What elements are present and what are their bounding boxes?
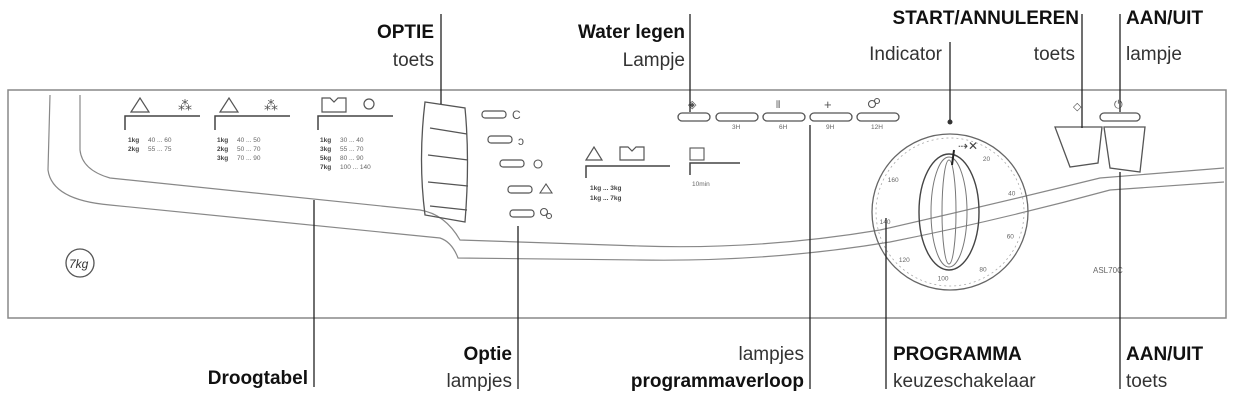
shirt-icon [321, 97, 347, 113]
progress-label-2: 6H [779, 124, 788, 131]
start-pause-icon: ◇ [1073, 101, 1082, 113]
capacity-badge [65, 248, 95, 278]
option-lights: C ↄ [481, 108, 554, 220]
dial-number: 160 [888, 177, 899, 184]
dial-off-icon: ⇢✕ [958, 139, 978, 153]
minutes-label: 10min [692, 181, 710, 188]
dry-table-minutes: 55 ... 75 [148, 146, 172, 153]
dry-table-weight: 1kg [128, 137, 139, 144]
dry-table-weight: 7kg [320, 164, 331, 171]
drain-icon: ◈ [688, 99, 697, 111]
dry-table-weight: 5kg [320, 155, 331, 162]
dial-number: 60 [1007, 233, 1015, 240]
dry-table-minutes: 30 ... 40 [340, 137, 364, 144]
start-annuleren-indicator: Indicator [869, 44, 942, 65]
model-label: ASL70C [1093, 266, 1123, 275]
start-annuleren-title: START/ANNULEREN [892, 8, 1079, 29]
aan-uit-lampje-title: AAN/UIT [1126, 8, 1204, 29]
dry-table-minutes: 40 ... 60 [148, 137, 172, 144]
panel-outline [7, 89, 1227, 319]
load-shirt-icon [619, 146, 645, 161]
option-icon-1: C [512, 108, 521, 122]
timer-box-icon [689, 147, 705, 161]
dial-knob [918, 153, 980, 271]
capacity-badge-text: 7kg [69, 257, 89, 271]
progress-label-3: 9H [826, 124, 835, 131]
power-light [1099, 112, 1141, 122]
optie-toets-title: OPTIE [376, 22, 434, 43]
bubbles-icon [867, 99, 877, 109]
optie-lampjes-title: Optie [463, 344, 512, 365]
programmaverloop-sub: lampjes [738, 344, 804, 365]
dry-table-minutes: 100 ... 140 [340, 164, 371, 171]
power-section: ◇ ⏻ [1054, 99, 1146, 173]
dial-pointer [951, 149, 955, 166]
rinse-icon: ⫴ [776, 100, 780, 111]
option-icon-2: ↄ [518, 134, 524, 148]
dry-table-minutes: 80 ... 90 [340, 155, 364, 162]
option-bubbles-icon [539, 207, 549, 217]
dry-table-weight: 1kg [217, 137, 228, 144]
fascia-curve-bottom [47, 94, 1225, 261]
dial-number: 40 [1008, 191, 1016, 198]
dry-table-weight: 2kg [217, 146, 228, 153]
program-progress-lights: ◈ ⫴ + 3H 6H 9H 12H [677, 97, 900, 131]
dry-triangle-icon-2 [218, 96, 240, 113]
start-annuleren-toets: toets [1033, 44, 1075, 65]
optie-toets-sub: toets [392, 50, 434, 71]
dry-table-minutes: 40 ... 50 [237, 137, 261, 144]
dial-number: 140 [880, 219, 891, 226]
start-cancel-indicator [947, 119, 953, 125]
aan-uit-lampje-sub: lampje [1126, 44, 1182, 65]
aan-uit-toets-sub: toets [1126, 371, 1168, 392]
optie-lampjes-sub: lampjes [446, 371, 512, 392]
dry-steam-icon-2: ⁂ [264, 97, 278, 113]
leader-lines [313, 14, 1121, 389]
program-dial[interactable]: 20 40 60 80 100 120 140 160 ⇢✕ [871, 133, 1029, 291]
option-triangle-icon [538, 183, 554, 194]
dry-triangle-icon [129, 96, 151, 113]
water-legen-title: Water legen [578, 22, 685, 43]
dry-table-weight: 3kg [217, 155, 228, 162]
dry-table-weight: 3kg [320, 146, 331, 153]
dial-number: 20 [983, 156, 991, 163]
load-triangle-icon [584, 145, 604, 161]
dry-table-section: ⁂ ⁂ 1kg 40 ... 60 2kg 55 ... 75 1kg 40 ... 50… [124, 96, 393, 171]
droogtabel-title: Droogtabel [207, 368, 308, 389]
dry-table-minutes: 50 ... 70 [237, 146, 261, 153]
sun-icon [363, 98, 375, 110]
fascia-curve-top [79, 95, 1225, 248]
dry-table-weight: 1kg [320, 137, 331, 144]
dial-number: 100 [938, 276, 949, 283]
option-button-block[interactable] [420, 101, 469, 223]
start-cancel-button[interactable] [1054, 126, 1103, 168]
drain-light [677, 112, 711, 122]
load-section: 1kg ... 3kg 1kg ... 7kg 10min [584, 145, 740, 202]
load-row-2: 1kg ... 7kg [590, 195, 621, 202]
power-button[interactable] [1103, 126, 1146, 173]
programmaverloop-title: programmaverloop [630, 371, 804, 392]
power-icon: ⏻ [1114, 99, 1123, 111]
dial-number: 80 [979, 266, 987, 273]
progress-label-4: 12H [871, 124, 883, 131]
option-sun-icon [533, 159, 543, 169]
progress-label-1: 3H [732, 124, 741, 131]
dry-steam-icon: ⁂ [178, 97, 192, 113]
dry-table-minutes: 70 ... 90 [237, 155, 261, 162]
programma-sub: keuzeschakelaar [893, 371, 1036, 392]
dry-table-minutes: 55 ... 70 [340, 146, 364, 153]
programma-title: PROGRAMMA [893, 344, 1022, 365]
dry-table-weight: 2kg [128, 146, 139, 153]
dial-number: 120 [899, 257, 910, 264]
plus-icon: + [824, 97, 832, 112]
aan-uit-toets-title: AAN/UIT [1126, 344, 1204, 365]
water-legen-sub: Lampje [622, 50, 685, 71]
load-row-1: 1kg ... 3kg [590, 185, 621, 192]
